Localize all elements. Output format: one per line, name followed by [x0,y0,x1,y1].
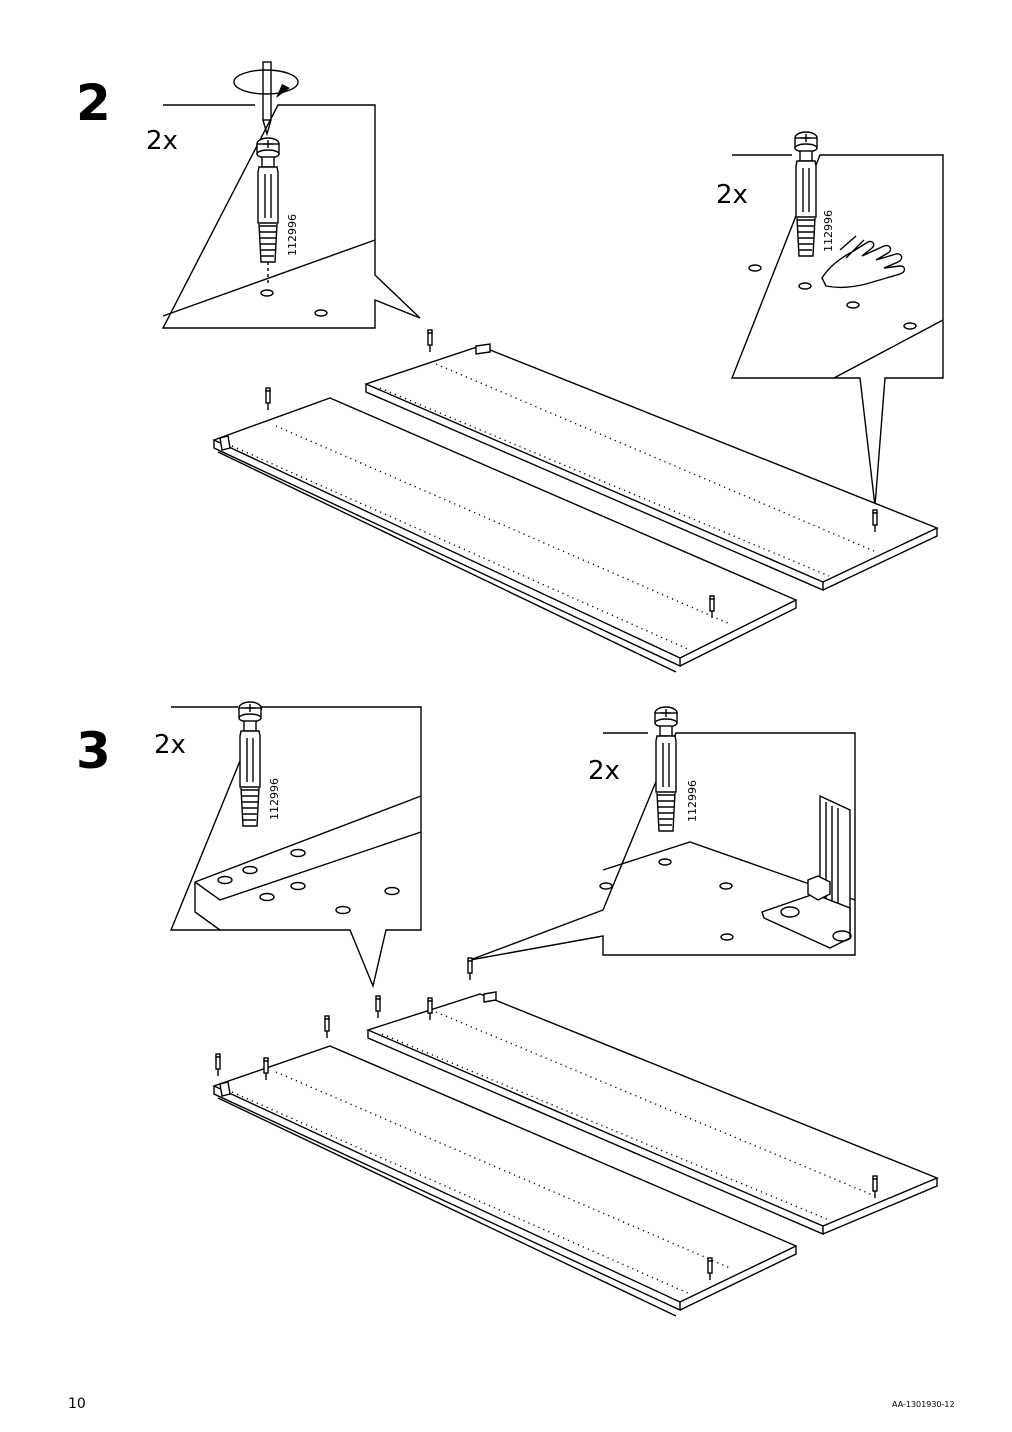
step-3-callout-2-frame [469,732,856,961]
step-2-callout-1-quantity: 2x [146,126,178,156]
step-2-board-front [212,387,798,673]
step-3-callout-2-quantity: 2x [588,756,620,786]
page-number: 10 [68,1396,86,1412]
screwdriver-icon [233,61,299,137]
step-3-board-back [366,957,939,1236]
step-3-callout-1-frame [169,706,422,989]
step-2-callout-2-quantity: 2x [716,180,748,210]
step-2-callout-2-frame [730,154,944,507]
dowel-icon [256,137,280,263]
hinge-plate-icon [761,794,852,949]
dowel-icon [794,131,818,257]
dowel-icon [654,706,678,832]
document-code: AA-1301930-12 [892,1400,955,1409]
dowel-icon [238,701,262,827]
step-3-number: 3 [76,722,111,780]
hand-press-icon [821,235,906,289]
step-2-board-back [364,329,939,592]
step-3-board-front [212,1015,798,1317]
step-2-number: 2 [76,74,111,132]
step-2-callout-1-frame [161,104,421,329]
step-3-callout-1-quantity: 2x [154,730,186,760]
